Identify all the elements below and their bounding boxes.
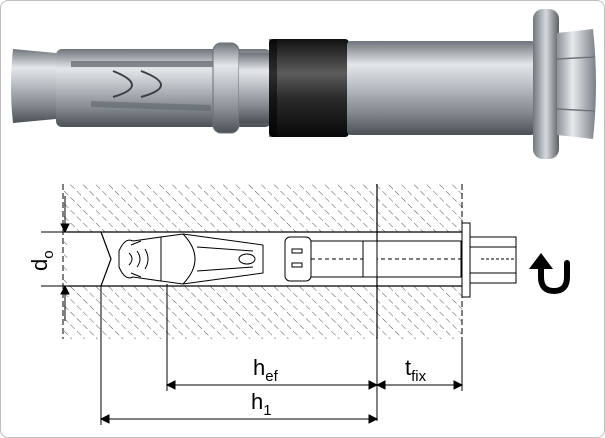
washer-flange [533,9,559,159]
anchor-cone [11,49,62,123]
distance-sleeve [347,41,535,135]
dimension-hef [165,284,379,391]
label-h1: h1 [251,389,272,419]
dimension-h1 [99,286,379,425]
label-tfix: tfix [405,355,427,385]
label-d0: do [27,250,57,271]
anchor-photo [11,9,596,159]
dimension-tfix [375,339,464,421]
rotate-arrow-icon [529,253,570,295]
label-hef: hef [253,355,279,385]
dimension-d0 [41,196,70,321]
hex-head [557,29,596,139]
installation-drawing: do hef tfix h [27,184,570,425]
plastic-ring [269,39,349,137]
anchor-outline [118,222,517,298]
